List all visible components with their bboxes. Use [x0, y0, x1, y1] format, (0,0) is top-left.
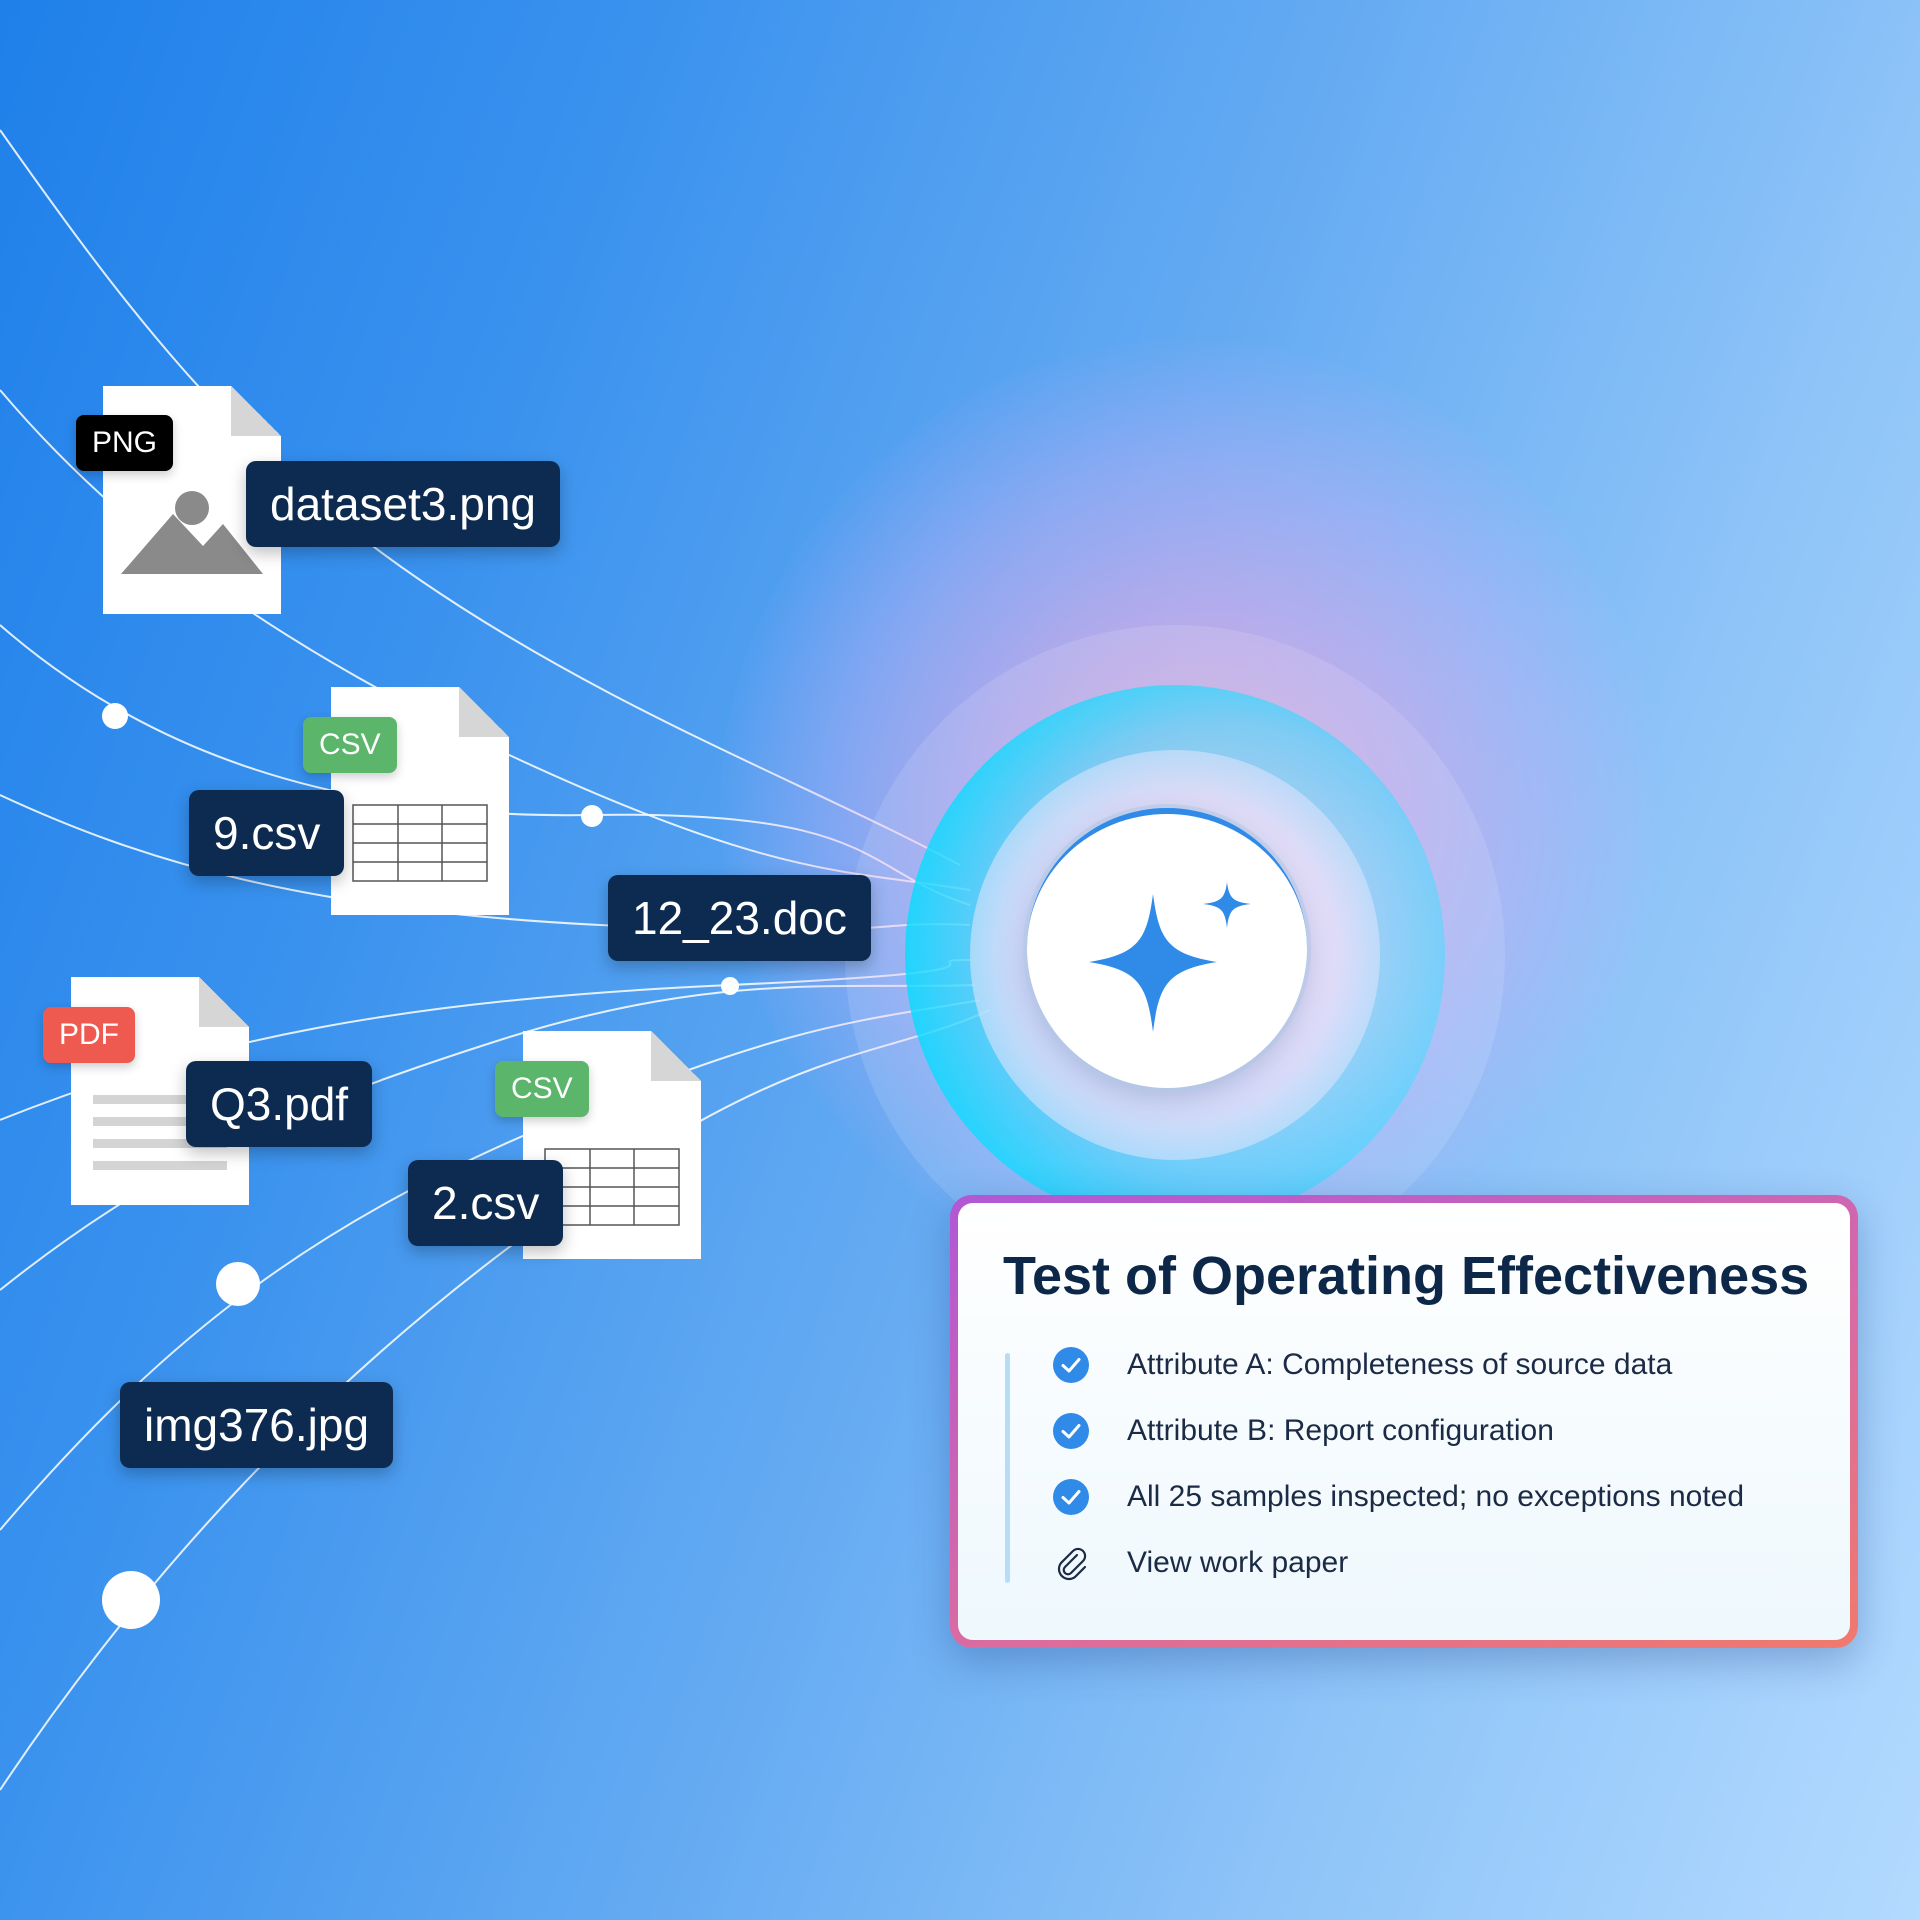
- csv-badge-2: CSV: [495, 1061, 589, 1117]
- page-fold: [651, 1031, 701, 1081]
- check-circle-icon: [1053, 1413, 1089, 1449]
- card-item-text: Attribute A: Completeness of source data: [1127, 1348, 1673, 1381]
- check-circle-icon: [1053, 1479, 1089, 1515]
- card-accent-bar: [1005, 1353, 1010, 1583]
- card-title: Test of Operating Effectiveness: [1003, 1246, 1810, 1306]
- table-icon: [544, 1148, 680, 1226]
- result-card-body: Test of Operating Effectiveness Attribut…: [958, 1203, 1850, 1640]
- file-label-12-23-doc[interactable]: 12_23.doc: [608, 875, 871, 961]
- csv-badge-1: CSV: [303, 717, 397, 773]
- file-label-9csv[interactable]: 9.csv: [189, 790, 345, 876]
- card-item-text: All 25 samples inspected; no exceptions …: [1127, 1480, 1745, 1513]
- text-lines-icon: [93, 1095, 227, 1170]
- ai-core-button[interactable]: [1027, 808, 1307, 1088]
- paperclip-icon: [1053, 1545, 1089, 1581]
- card-item-text: Attribute B: Report configuration: [1127, 1414, 1554, 1447]
- file-label-img376[interactable]: img376.jpg: [120, 1382, 394, 1468]
- image-icon: [121, 491, 263, 574]
- card-item-samples: All 25 samples inspected; no exceptions …: [1053, 1472, 1744, 1522]
- page-fold: [459, 687, 509, 737]
- sparkle-icon: [1089, 882, 1251, 1032]
- png-badge: PNG: [76, 415, 174, 471]
- page-fold: [199, 977, 249, 1027]
- view-work-paper-text: View work paper: [1127, 1546, 1349, 1579]
- card-item-attribute-a: Attribute A: Completeness of source data: [1053, 1340, 1672, 1390]
- result-card: Test of Operating Effectiveness Attribut…: [950, 1195, 1858, 1648]
- table-icon: [352, 804, 488, 882]
- view-work-paper-link[interactable]: View work paper: [1053, 1538, 1348, 1588]
- check-circle-icon: [1053, 1347, 1089, 1383]
- file-label-q3pdf[interactable]: Q3.pdf: [186, 1061, 373, 1147]
- pdf-badge: PDF: [43, 1007, 135, 1063]
- file-label-2csv[interactable]: 2.csv: [408, 1160, 564, 1246]
- file-label-dataset3[interactable]: dataset3.png: [246, 461, 561, 547]
- card-item-attribute-b: Attribute B: Report configuration: [1053, 1406, 1554, 1456]
- page-fold: [231, 386, 281, 436]
